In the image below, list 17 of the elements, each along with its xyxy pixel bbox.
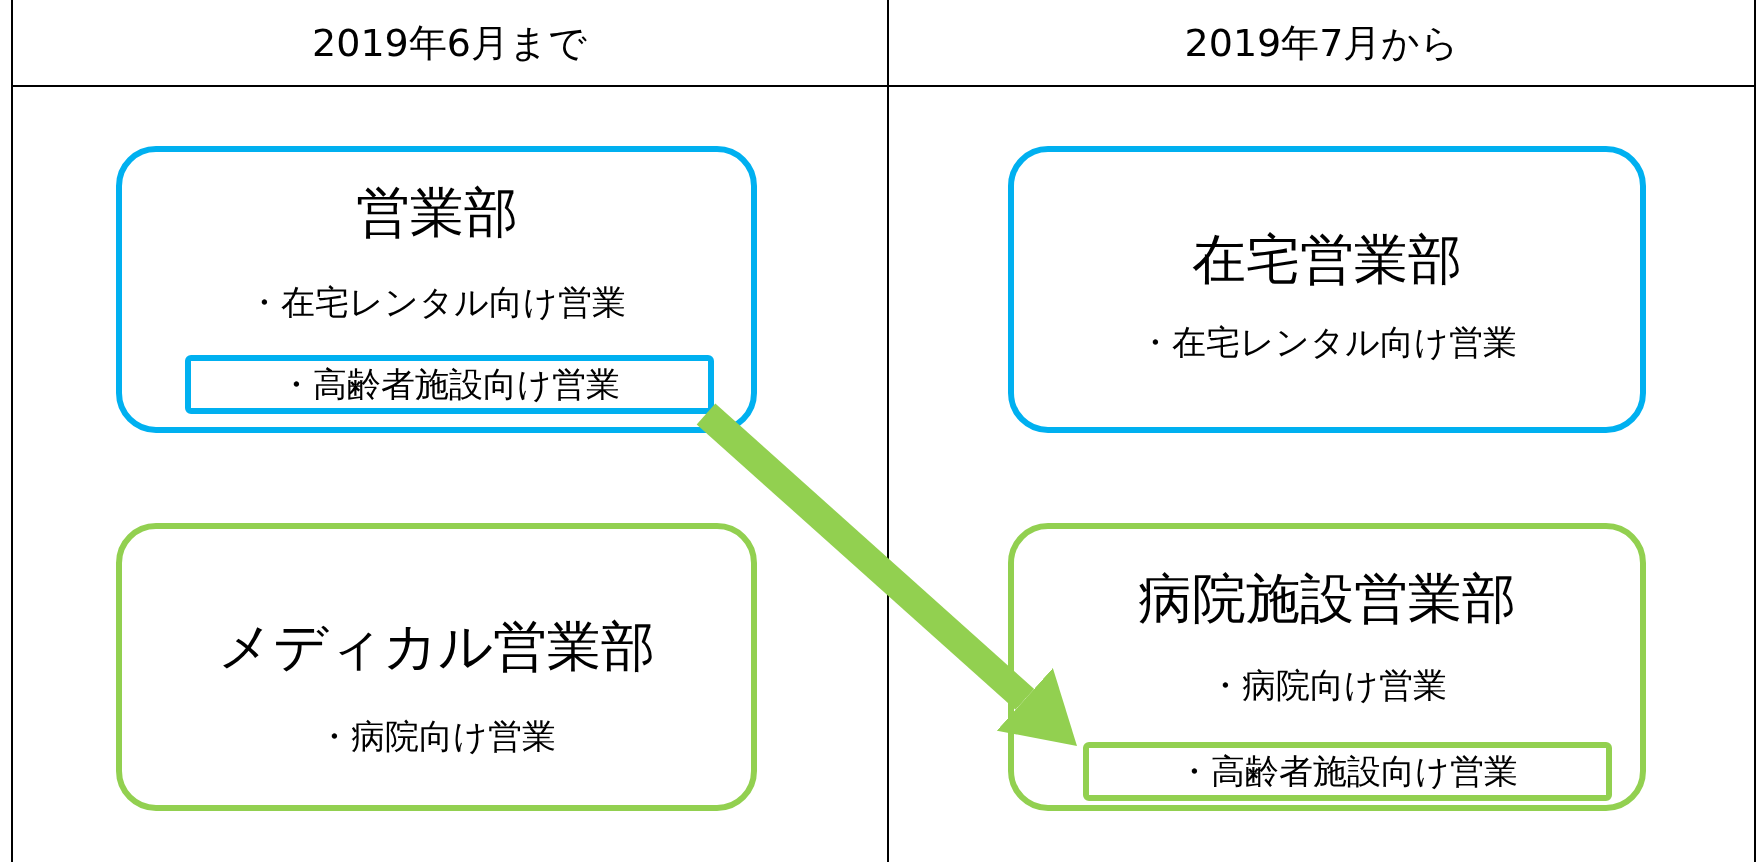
box-title: メディカル営業部 [217,620,656,674]
column-header: 2019年6月まで [312,24,587,62]
highlight-box: ・高齢者施設向け営業 [185,355,714,414]
box-title: 営業部 [354,186,519,240]
arrow [696,403,1077,746]
department-box [116,523,757,811]
column-header: 2019年7月から [1184,24,1460,62]
highlight-box: ・高齢者施設向け営業 [1083,742,1612,801]
department-box [116,146,757,433]
bullet-item: ・病院向け営業 [1206,668,1448,702]
box-title: 在宅営業部 [1191,233,1463,287]
bullet-item: ・在宅レンタル向け営業 [246,285,627,319]
bullet-item: ・在宅レンタル向け営業 [1136,325,1518,359]
bullet-item: ・病院向け営業 [316,719,557,753]
department-box [1008,523,1646,811]
department-box [1008,146,1646,433]
box-title: 病院施設営業部 [1137,572,1517,626]
